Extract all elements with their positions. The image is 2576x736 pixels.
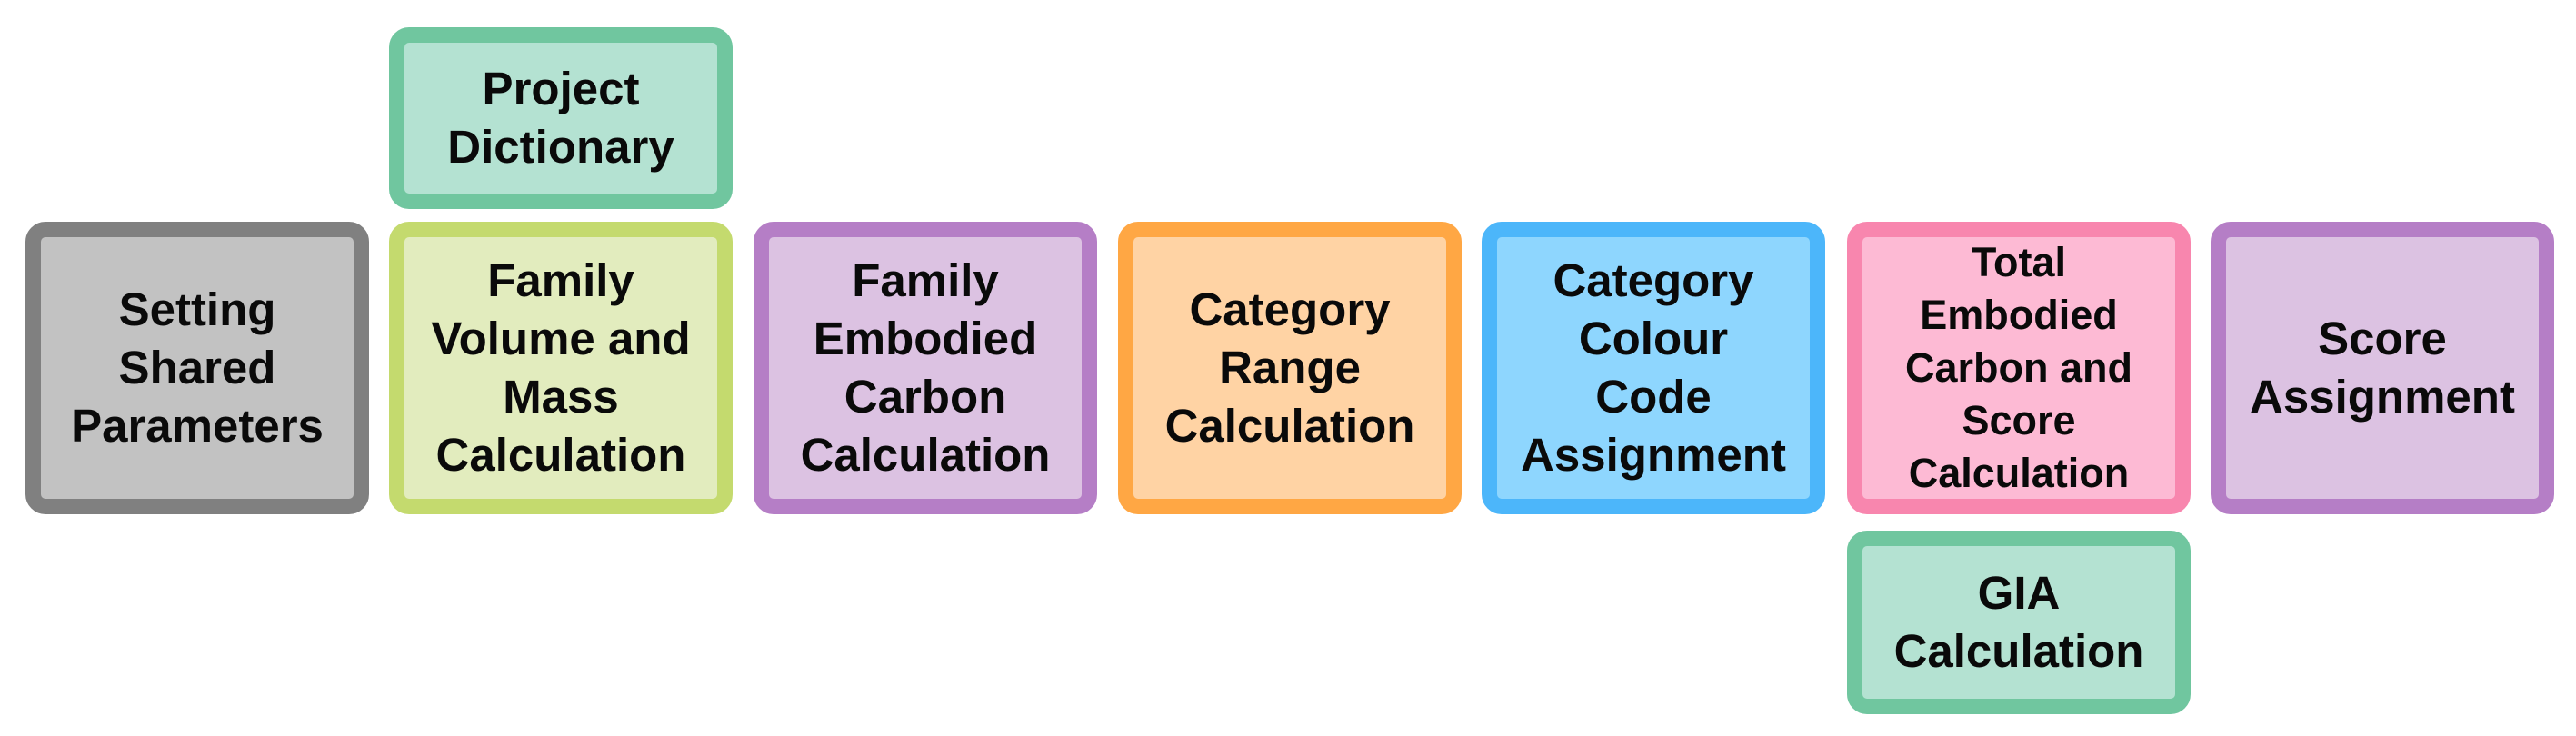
node-label: Setting Shared Parameters xyxy=(71,283,324,452)
node-label: Family Embodied Carbon Calculation xyxy=(800,254,1051,481)
node-label: GIA Calculation xyxy=(1893,567,2144,677)
node-category-colour-code-assignment: Category Colour Code Assignment xyxy=(1482,222,1825,514)
node-category-range-calculation: Category Range Calculation xyxy=(1118,222,1462,514)
node-label: Score Assignment xyxy=(2250,313,2515,423)
node-setting-shared-parameters: Setting Shared Parameters xyxy=(25,222,369,514)
node-score-assignment: Score Assignment xyxy=(2211,222,2554,514)
node-family-embodied-carbon-calculation: Family Embodied Carbon Calculation xyxy=(754,222,1097,514)
node-family-volume-and-mass-calculation: Family Volume and Mass Calculation xyxy=(389,222,733,514)
node-label: Total Embodied Carbon and Score Calculat… xyxy=(1904,239,2132,496)
node-project-dictionary: Project Dictionary xyxy=(389,27,733,209)
node-label: Category Range Calculation xyxy=(1164,283,1415,452)
node-label: Project Dictionary xyxy=(447,63,674,173)
node-label: Category Colour Code Assignment xyxy=(1521,254,1786,481)
node-label: Family Volume and Mass Calculation xyxy=(431,254,691,481)
node-gia-calculation: GIA Calculation xyxy=(1847,531,2191,714)
node-total-embodied-carbon-and-score-calculation: Total Embodied Carbon and Score Calculat… xyxy=(1847,222,2191,514)
